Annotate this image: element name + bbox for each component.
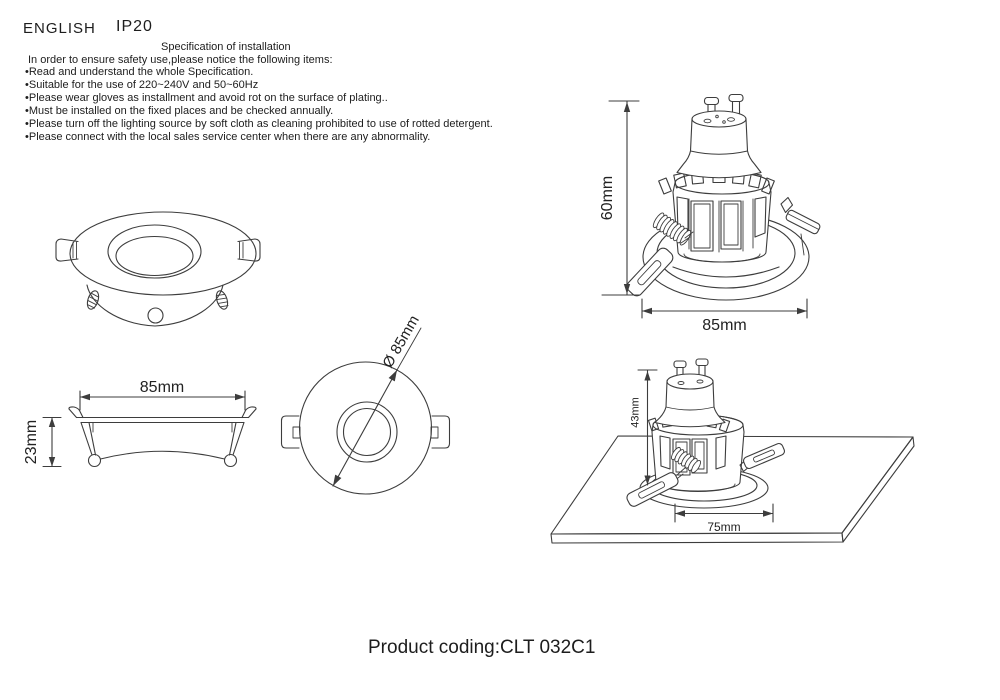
bullet: • <box>25 130 29 143</box>
bullet: • <box>25 66 29 78</box>
dimension-fixture-height: 60mm <box>599 100 641 296</box>
spec-item: •Please connect with the local sales ser… <box>25 130 431 143</box>
dimension-recess-depth: 43mm <box>630 369 658 486</box>
spring-clip-right <box>780 196 821 256</box>
trim-ring-body <box>69 211 257 327</box>
installation-drawing: 43mm 75mm <box>550 358 915 544</box>
trim-ring-perspective-drawing <box>55 211 261 327</box>
bullet: • <box>25 78 29 91</box>
mounting-tab-right <box>237 238 261 262</box>
spec-item: •Suitable for the use of 220~240V and 50… <box>25 78 259 91</box>
dim-fixture-height-label: 60mm <box>599 176 616 220</box>
spec-intro: In order to ensure safety use,please not… <box>28 54 333 66</box>
spring-bump-left <box>86 290 100 310</box>
spring-clip-right <box>739 442 785 473</box>
spec-title: Specification of installation <box>161 41 291 53</box>
spring-clip-left <box>626 212 694 297</box>
dim-cutout-width-label: 75mm <box>707 520 740 534</box>
dim-ring-height-label: 23mm <box>23 420 40 464</box>
language-label: ENGLISH <box>23 20 96 37</box>
dim-ring-width-label: 85mm <box>140 379 184 396</box>
tab-slot-left <box>292 426 301 439</box>
dimension-height: 23mm <box>23 416 62 468</box>
bullet: • <box>25 117 29 130</box>
dimension-width: 85mm <box>79 379 246 411</box>
dimension-fixture-width: 85mm <box>641 298 808 334</box>
dim-recess-depth-label: 43mm <box>630 397 642 428</box>
ring-top-body <box>280 361 451 495</box>
spec-item: •Please turn off the lighting source by … <box>25 117 493 130</box>
mounting-tab-left <box>55 238 79 262</box>
spec-item: •Please wear gloves as installment and a… <box>25 91 388 104</box>
spec-item: •Read and understand the whole Specifica… <box>25 66 254 78</box>
installed-fixture <box>626 358 785 509</box>
bullet: • <box>25 104 29 117</box>
fixture-drawing: 60mm 85mm <box>599 93 821 334</box>
mounting-tab-left <box>280 415 300 449</box>
trim-ring-top-drawing: Ø 85mm <box>280 313 451 495</box>
heatsink <box>658 169 775 263</box>
tab-slot-right <box>430 426 439 439</box>
ip-rating-label: IP20 <box>116 18 153 35</box>
product-coding: Product coding:CLT 032C1 <box>368 637 596 658</box>
spec-item: •Must be installed on the fixed places a… <box>25 104 334 117</box>
spec-list: •Read and understand the whole Specifica… <box>25 66 493 143</box>
dim-fixture-width-label: 85mm <box>702 317 746 334</box>
spring-clip-left <box>626 446 701 507</box>
spring-bump-right <box>215 290 229 310</box>
trim-ring-side-drawing: 85mm 23mm <box>23 379 257 468</box>
mounting-tab-right <box>431 415 451 449</box>
gu10-bulb <box>654 358 726 428</box>
dimension-cutout-width: 75mm <box>674 503 774 534</box>
gu10-bulb <box>676 93 762 179</box>
bullet: • <box>25 91 29 104</box>
ring-profile <box>68 406 257 468</box>
